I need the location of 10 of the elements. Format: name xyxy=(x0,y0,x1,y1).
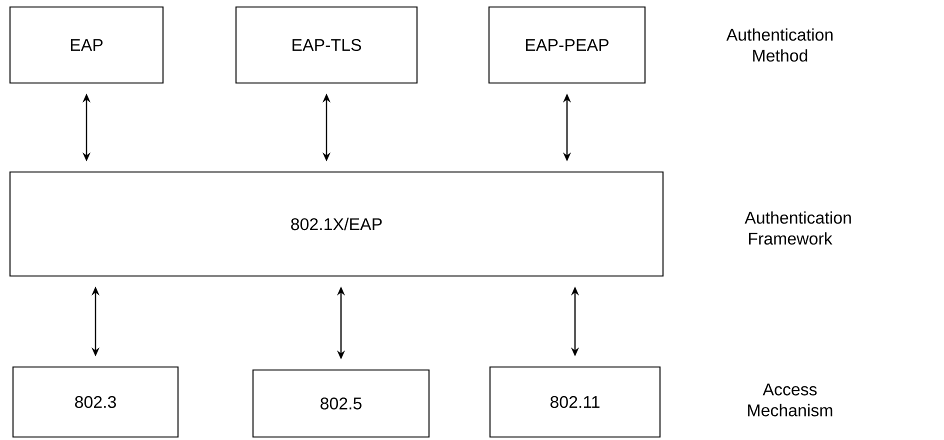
layer-label: Authentication Framework xyxy=(744,211,851,245)
layer-label: Authentication Method xyxy=(726,28,833,62)
method-box: EAP xyxy=(9,6,164,84)
mechanism-box: 802.11 xyxy=(489,366,661,438)
method-box: EAP-TLS xyxy=(235,6,418,84)
mechanism-box: 802.5 xyxy=(252,369,430,438)
mechanism-box: 802.3 xyxy=(12,366,179,438)
method-box: EAP-PEAP xyxy=(488,6,646,84)
layer-label: Access Mechanism xyxy=(748,384,832,416)
framework-box: 802.1X/EAP xyxy=(9,171,664,277)
